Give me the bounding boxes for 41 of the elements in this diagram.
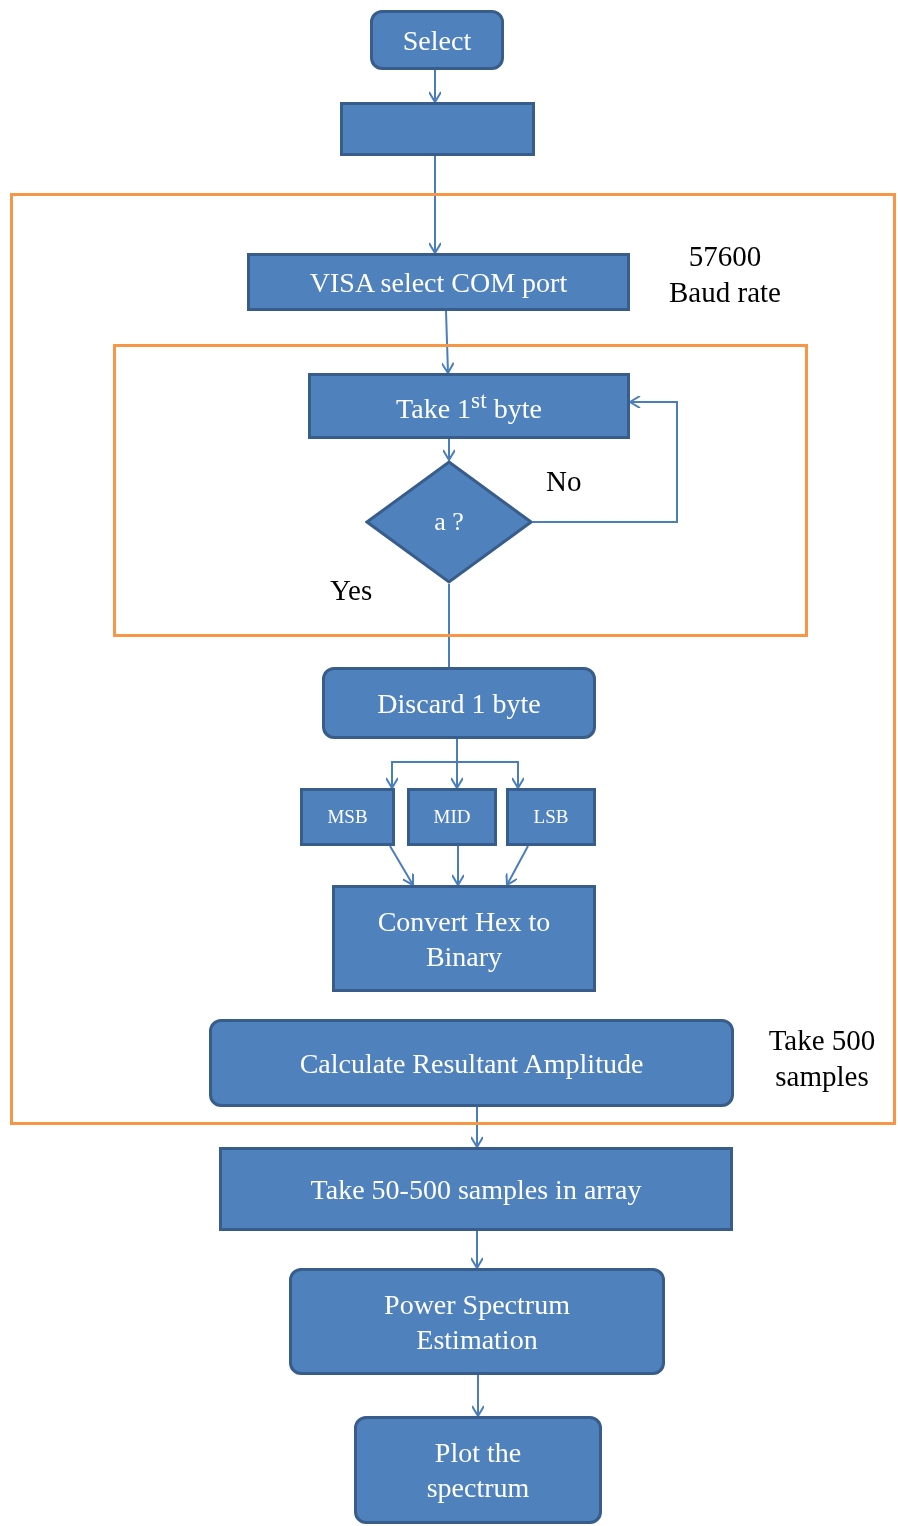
- process-box: [506, 788, 596, 846]
- arrow: [470, 1106, 484, 1148]
- side-note: 57600 Baud rate: [668, 239, 782, 311]
- group-frame: [113, 344, 808, 637]
- step-label: Take 1$^{st}$ byte: [395, 385, 543, 427]
- arrow: [532, 395, 678, 523]
- process-box: [340, 102, 535, 156]
- arrow: [470, 1230, 484, 1269]
- process-box: [370, 10, 504, 70]
- arrow: [440, 310, 455, 374]
- step-label: LSB: [532, 805, 570, 829]
- process-box: [289, 1268, 665, 1375]
- process-box: [354, 1416, 602, 1524]
- step-label: Select: [401, 23, 473, 58]
- process-box: [219, 1147, 733, 1231]
- step-label: Power Spectrum Estimation: [383, 1287, 571, 1357]
- arrow: [451, 845, 465, 886]
- side-note: Take 500 samples: [767, 1023, 877, 1095]
- arrow: [471, 1374, 485, 1417]
- step-label: Discard 1 byte: [376, 686, 542, 721]
- arrow: [428, 155, 442, 254]
- step-label: MID: [432, 805, 472, 829]
- step-label: a ?: [433, 505, 465, 538]
- arrow: [428, 69, 442, 103]
- process-box: [322, 667, 596, 739]
- step-label: Take 50-500 samples in array: [309, 1172, 643, 1207]
- step-label: Plot the spectrum: [425, 1436, 531, 1505]
- arrow: [442, 438, 456, 461]
- process-box: [209, 1019, 734, 1107]
- step-label: MSB: [326, 805, 369, 829]
- step-label: VISA select COM port: [308, 265, 569, 300]
- group-frame: [10, 193, 896, 1125]
- arrow: [389, 845, 415, 886]
- step-label: Convert Hex to Binary: [376, 904, 552, 974]
- process-box: [300, 788, 395, 846]
- arrow: [505, 845, 529, 886]
- step-label: Calculate Resultant Amplitude: [298, 1046, 645, 1081]
- process-box: [247, 253, 630, 311]
- process-box: [308, 373, 630, 439]
- process-box: [332, 885, 596, 992]
- process-box: [407, 788, 497, 846]
